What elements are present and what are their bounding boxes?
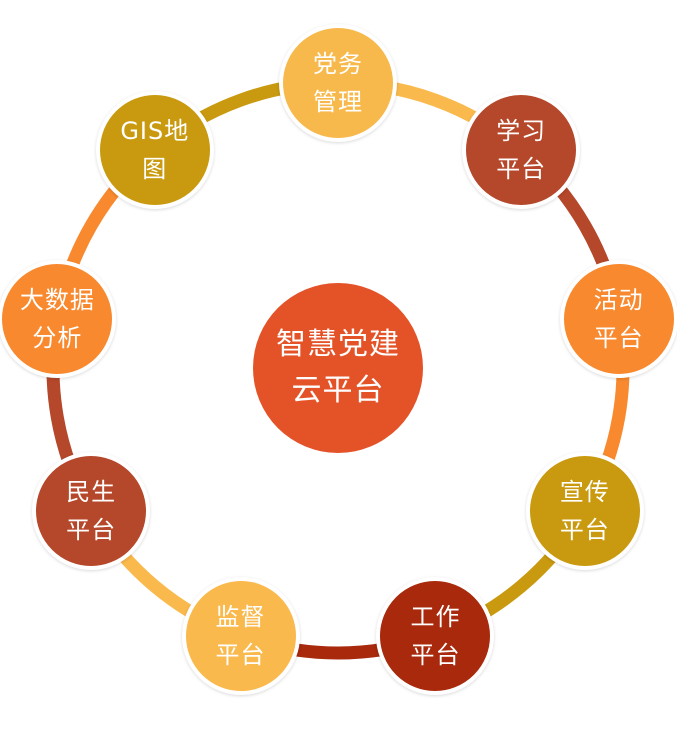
node-activity: 活动 平台	[559, 259, 677, 378]
node-party-affairs: 党务 管理	[279, 24, 397, 142]
node-label-line-1: 民生	[66, 477, 117, 506]
node-livelihood: 民生 平台	[32, 451, 151, 570]
node-label-line-2: 图	[142, 154, 168, 183]
node-label-line-2: 平台	[559, 515, 610, 544]
node-label-line-1: 工作	[410, 602, 461, 631]
node-label-line-1: 活动	[593, 285, 644, 314]
node-label-line-2: 平台	[496, 154, 547, 183]
node-label-line-1: 学习	[496, 116, 547, 145]
node-supervision: 监督 平台	[181, 576, 300, 695]
center-circle: 智慧党建 云平台	[253, 283, 423, 453]
node-label-line-2: 分析	[32, 323, 83, 352]
node-label-line-1: 宣传	[559, 477, 610, 506]
node-label-line-1: 监督	[215, 602, 266, 631]
node-big-data: 大数据 分析	[0, 259, 117, 378]
node-label-line-1: 大数据	[19, 285, 95, 314]
node-publicity: 宣传 平台	[525, 451, 644, 570]
node-gis-map: GIS地 图	[95, 90, 214, 209]
center-label-line-2: 云平台	[291, 373, 385, 408]
center-label-line-1: 智慧党建	[276, 327, 400, 362]
node-learning: 学习 平台	[462, 90, 581, 209]
node-label-line-1: 党务	[313, 50, 363, 78]
node-label-line-2: 管理	[313, 88, 363, 116]
node-label-line-2: 平台	[410, 640, 461, 669]
node-work: 工作 平台	[376, 576, 495, 695]
node-label-line-2: 平台	[215, 640, 266, 669]
node-label-line-2: 平台	[593, 323, 644, 352]
node-label-line-1: GIS地	[120, 116, 190, 145]
node-label-line-2: 平台	[66, 515, 117, 544]
